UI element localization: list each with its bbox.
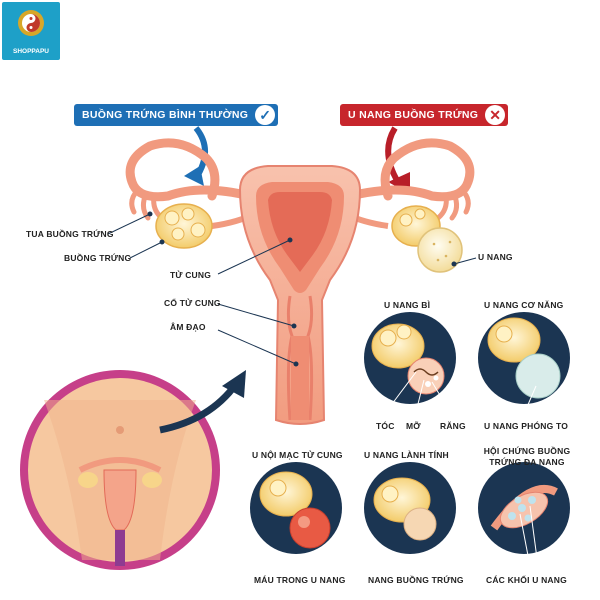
cyst-type-functional-title: U NANG CƠ NĂNG [484, 300, 564, 310]
check-icon: ✓ [255, 105, 276, 125]
functional-cyst-circle [478, 312, 570, 404]
benign-cyst-circle [364, 462, 456, 554]
normal-pointer-arrowhead [184, 166, 204, 186]
body-inset [20, 370, 220, 570]
dermoid-teeth-label: RĂNG [440, 421, 466, 431]
label-ovary: BUỒNG TRỨNG [64, 253, 132, 263]
cyst-type-dermoid-title: U NANG BÌ [384, 300, 431, 310]
left-ovary [155, 203, 213, 249]
normal-ovary-banner: BUỒNG TRỨNG BÌNH THƯỜNG ✓ [74, 104, 279, 126]
cyst-type-endometrioma-bottom: MÁU TRONG U NANG [254, 575, 346, 585]
logo: SHOPPAPU [2, 2, 60, 60]
logo-text: SHOPPAPU [13, 48, 49, 55]
label-fimbriae: TUA BUỒNG TRỨNG [26, 229, 114, 239]
cyst-type-benign-title: U NANG LÀNH TÍNH [364, 450, 449, 460]
inset-to-main-arrow [159, 381, 239, 434]
right-ovary-with-cyst [391, 205, 463, 273]
inset-arrowhead [222, 370, 246, 398]
pcos-circle [478, 462, 570, 554]
label-uterus: TỬ CUNG [170, 270, 212, 280]
uterine-cavity [268, 192, 332, 272]
endometrioma-circle [250, 462, 342, 554]
right-fallopian-tube [345, 138, 475, 202]
ovarian-cyst-banner-text: U NANG BUỒNG TRỨNG [348, 109, 479, 121]
cyst-type-functional-bottom: U NANG PHÓNG TO [484, 421, 569, 431]
dermoid-fat-label: MỠ [406, 421, 421, 431]
cyst-type-benign-bottom: NANG BUỒNG TRỨNG [368, 575, 464, 585]
vaginal-canal [291, 336, 309, 420]
left-fallopian-tube [125, 138, 255, 202]
normal-ovary-banner-text: BUỒNG TRỨNG BÌNH THƯỜNG [82, 109, 249, 121]
x-icon: ✕ [485, 105, 506, 125]
ovarian-cyst [417, 227, 463, 273]
cyst-pointer-arrow [385, 126, 401, 184]
label-cervix: CỔ TỬ CUNG [164, 298, 221, 308]
dermoid-cyst-circle [364, 312, 456, 404]
label-cyst: U NANG [478, 252, 513, 262]
cyst-type-pcos-bottom: CÁC KHỐI U NANG [486, 575, 567, 585]
ovarian-cyst-banner: U NANG BUỒNG TRỨNG ✕ [340, 104, 509, 126]
label-vagina: ÂM ĐẠO [170, 322, 206, 332]
yin-yang-icon [18, 10, 44, 36]
right-fimbriae [435, 187, 471, 221]
cyst-type-endometrioma-title: U NỘI MẠC TỬ CUNG [252, 450, 343, 460]
dermoid-hair-label: TÓC [376, 421, 395, 431]
cyst-type-pcos-title: HỘI CHỨNG BUỒNG TRỨNG ĐA NANG [483, 446, 571, 467]
